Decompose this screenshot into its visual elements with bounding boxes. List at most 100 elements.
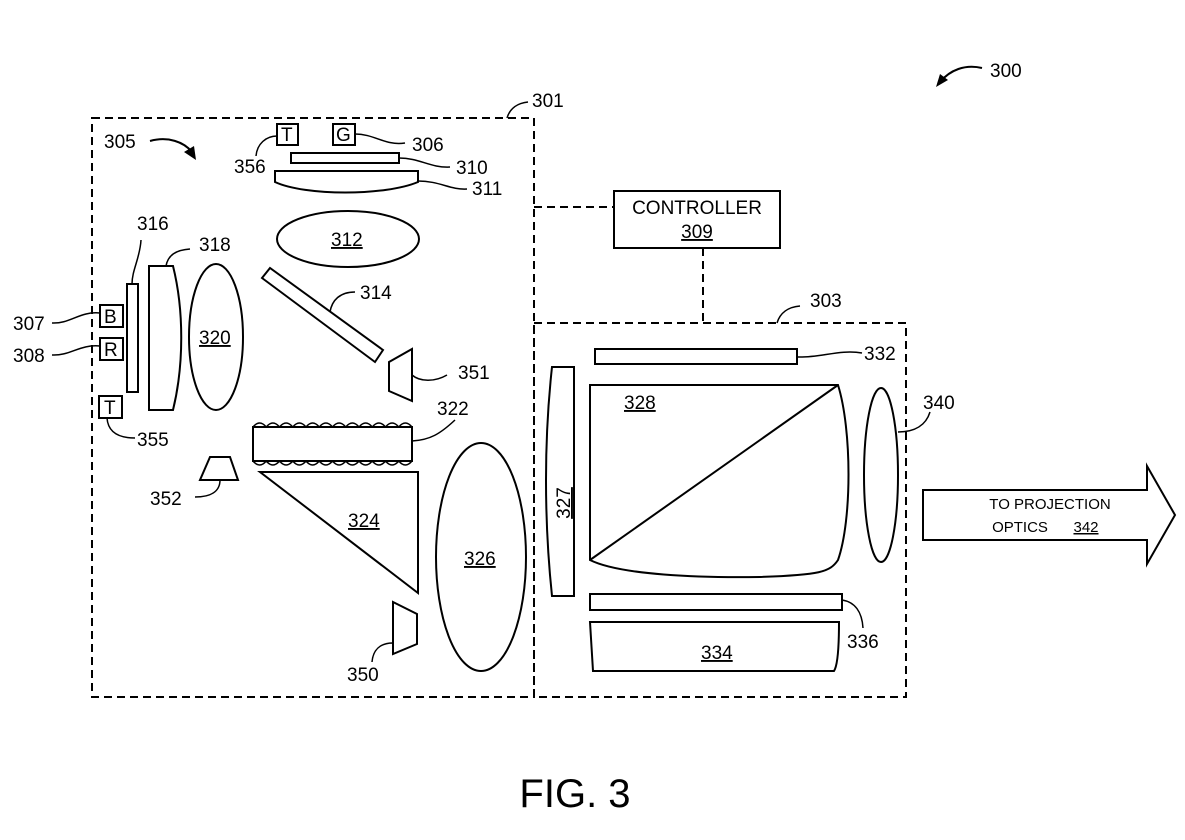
sensor-351-leader: [411, 374, 448, 381]
lens-340-ref: 340: [923, 393, 955, 414]
mirror-314: [260, 266, 385, 364]
sensor-350-ref: 350: [347, 665, 379, 686]
imaging-module-ref: 303: [810, 291, 842, 312]
system-ref-label: 300: [990, 61, 1022, 82]
temp-sensor-ref: 356: [234, 157, 266, 178]
controller-box: [613, 190, 781, 249]
lens-311-ref: 311: [472, 179, 502, 200]
sensor-351: [388, 347, 413, 403]
component-326: 326: [435, 442, 527, 672]
lens-320-ref: 320: [199, 328, 231, 349]
temp-sensor-356: T 356: [234, 123, 299, 178]
temp-sensor-355-leader: [106, 417, 136, 439]
illumination-path-label: 305: [104, 132, 136, 153]
sensor-352: [198, 456, 240, 481]
plate-310-ref: 310: [456, 158, 488, 179]
plate-316-leader: [131, 239, 142, 285]
lens-312-ref: 312: [331, 230, 363, 251]
prism-cube-ref: 328: [624, 393, 656, 414]
blue-source-leader: [51, 312, 101, 324]
temp-sensor-355-box: [98, 395, 123, 419]
lens-318: [148, 265, 183, 411]
blue-source-box: [99, 304, 124, 328]
output-arrow-line2-text: OPTICS: [992, 519, 1048, 536]
lenslet-array-ref: 322: [437, 399, 469, 420]
temp-sensor-box: [276, 123, 299, 146]
lens-327: [545, 366, 575, 597]
lenslet-bottom-scallops: [252, 460, 413, 466]
temp-sensor-leader: [255, 135, 278, 157]
system-ref-arrowhead: [936, 74, 948, 87]
red-source-letter: R: [104, 340, 118, 361]
output-arrow-line1: TO PROJECTION: [989, 496, 1110, 513]
prism-cube-328: [589, 384, 850, 579]
projection-optics-arrow: TO PROJECTION OPTICS 342: [922, 462, 1177, 568]
controller-309: CONTROLLER 309: [534, 190, 781, 323]
sensor-352-ref: 352: [150, 489, 182, 510]
lenslet-array-leader: [411, 419, 456, 442]
component-324: 324: [257, 471, 419, 596]
system-ref-300: 300: [936, 61, 1022, 87]
component-311: 311: [274, 170, 502, 200]
plate-310: [290, 152, 400, 164]
mirror-314-leader: [329, 291, 356, 313]
component-340: 340: [863, 387, 955, 563]
component-322: 322: [252, 399, 469, 466]
panel-334: [588, 621, 841, 672]
lens-318-leader: [165, 248, 191, 267]
output-arrow-shape: [922, 462, 1177, 568]
red-source-box: [99, 337, 124, 361]
lens-311: [274, 170, 419, 194]
plate-316: [126, 283, 139, 393]
prism-324-ref: 324: [348, 511, 380, 532]
temp-sensor-355: T 355: [98, 395, 169, 451]
plate-336: [589, 593, 843, 611]
lens-326-ref: 326: [464, 549, 496, 570]
imaging-module-boundary: [533, 322, 907, 698]
component-327: 327: [545, 366, 575, 597]
blue-source-307: B 307: [13, 304, 124, 335]
temp-sensor-355-letter: T: [104, 398, 116, 419]
green-source-ref: 306: [412, 135, 444, 156]
lens-340-leader: [897, 411, 931, 433]
illumination-path-arrowhead: [184, 146, 196, 160]
blue-source-letter: B: [104, 307, 117, 328]
sensor-352-leader: [194, 479, 221, 498]
mirror-314-ref: 314: [360, 283, 392, 304]
lenslet-top-scallops: [252, 422, 413, 428]
lens-312: [276, 210, 420, 268]
illumination-path-ref-305: 305: [104, 132, 196, 160]
controller-label: CONTROLLER: [632, 198, 762, 219]
lenslet-array-322: [252, 426, 413, 462]
component-316: 316: [126, 214, 169, 393]
figure-caption: FIG. 3: [519, 772, 630, 816]
component-318: 318: [148, 235, 231, 411]
illumination-path-arrow: [149, 138, 193, 153]
green-source-leader: [354, 133, 406, 145]
output-arrow-ref: 342: [1073, 519, 1098, 536]
imaging-module-leader: [776, 305, 801, 324]
panel-334-ref: 334: [701, 643, 733, 664]
plate-336-ref: 336: [847, 632, 879, 653]
temp-sensor-355-ref: 355: [137, 430, 169, 451]
plate-310-leader: [398, 157, 451, 168]
plate-332: [594, 348, 798, 365]
controller-ref: 309: [681, 222, 713, 243]
component-336: 336: [589, 593, 879, 653]
red-source-308: R 308: [13, 337, 124, 367]
green-source-306: G 306: [332, 123, 444, 156]
lens-318-ref: 318: [199, 235, 231, 256]
temp-sensor-letter: T: [281, 125, 293, 146]
sensor-350-leader: [371, 642, 394, 663]
lens-326: [435, 442, 527, 672]
sensor-350: [392, 600, 418, 656]
plate-332-ref: 332: [864, 344, 896, 365]
lens-320: [188, 263, 244, 411]
plate-316-ref: 316: [137, 214, 169, 235]
component-352: 352: [150, 456, 240, 510]
red-source-ref: 308: [13, 346, 45, 367]
blue-source-ref: 307: [13, 314, 45, 335]
lens-327-ref: 327: [554, 487, 575, 519]
lens-311-leader: [417, 180, 468, 190]
illumination-module-leader: [506, 101, 529, 119]
